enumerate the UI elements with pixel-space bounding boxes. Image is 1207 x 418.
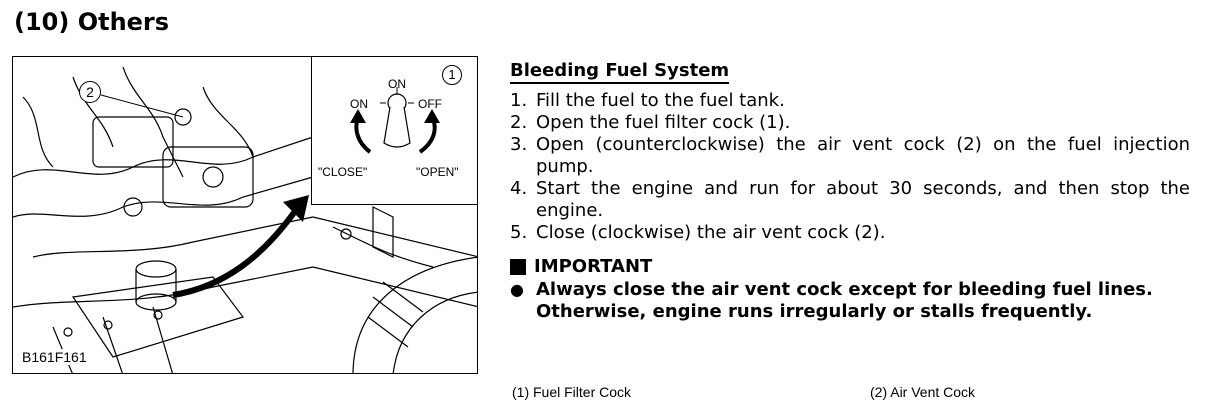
valve-knob-icon	[350, 87, 440, 154]
list-item: 3. Open (counterclockwise) the air vent c…	[510, 134, 1190, 178]
important-text: Always close the air vent cock except fo…	[536, 279, 1153, 322]
callout-2: 2	[79, 81, 101, 103]
callout-1: 1	[442, 65, 462, 85]
black-square-icon	[510, 258, 526, 275]
step-number: 4.	[510, 178, 528, 199]
step-text: Start the engine and run for about 30 se…	[536, 178, 1190, 221]
legend-item-1: (1) Fuel Filter Cock	[512, 384, 632, 400]
step-text: Open the fuel filter cock (1).	[536, 112, 791, 133]
fuel-system-illustration: 2 ON ON OFF 1 "CLOSE" "OPEN" B161F161	[12, 56, 478, 374]
on-top-label: ON	[388, 77, 406, 91]
valve-detail-inset: ON ON OFF 1 "CLOSE" "OPEN"	[311, 57, 477, 205]
off-label: OFF	[418, 97, 442, 111]
important-heading: IMPORTANT	[510, 256, 1190, 277]
step-number: 1.	[510, 90, 528, 111]
section-title: (10) Others	[14, 8, 170, 36]
step-text: Open (counterclockwise) the air vent coc…	[536, 134, 1190, 177]
step-text: Fill the fuel to the fuel tank.	[536, 90, 785, 111]
important-label: IMPORTANT	[534, 256, 653, 277]
figure-code: B161F161	[19, 349, 90, 365]
bullet-icon: ●	[510, 280, 524, 299]
open-label: "OPEN"	[416, 165, 459, 179]
list-item: 1. Fill the fuel to the fuel tank.	[510, 90, 1190, 112]
steps-list: 1. Fill the fuel to the fuel tank. 2. Open…	[510, 90, 1190, 244]
step-number: 5.	[510, 222, 528, 243]
step-text: Close (clockwise) the air vent cock (2).	[536, 222, 886, 243]
list-item: 4. Start the engine and run for about 30 …	[510, 178, 1190, 222]
important-note: ● Always close the air vent cock except …	[510, 279, 1190, 323]
engine-drawing	[13, 66, 477, 373]
legend-item-2: (2) Air Vent Cock	[870, 384, 976, 400]
close-label: "CLOSE"	[318, 165, 368, 179]
list-item: 2. Open the fuel filter cock (1).	[510, 112, 1190, 134]
list-item: 5. Close (clockwise) the air vent cock (2…	[510, 222, 1190, 244]
step-number: 2.	[510, 112, 528, 133]
bleeding-heading: Bleeding Fuel System	[510, 60, 730, 84]
on-left-label: ON	[350, 97, 368, 111]
instructions-panel: Bleeding Fuel System 1. Fill the fuel to …	[510, 60, 1190, 323]
step-number: 3.	[510, 134, 528, 155]
